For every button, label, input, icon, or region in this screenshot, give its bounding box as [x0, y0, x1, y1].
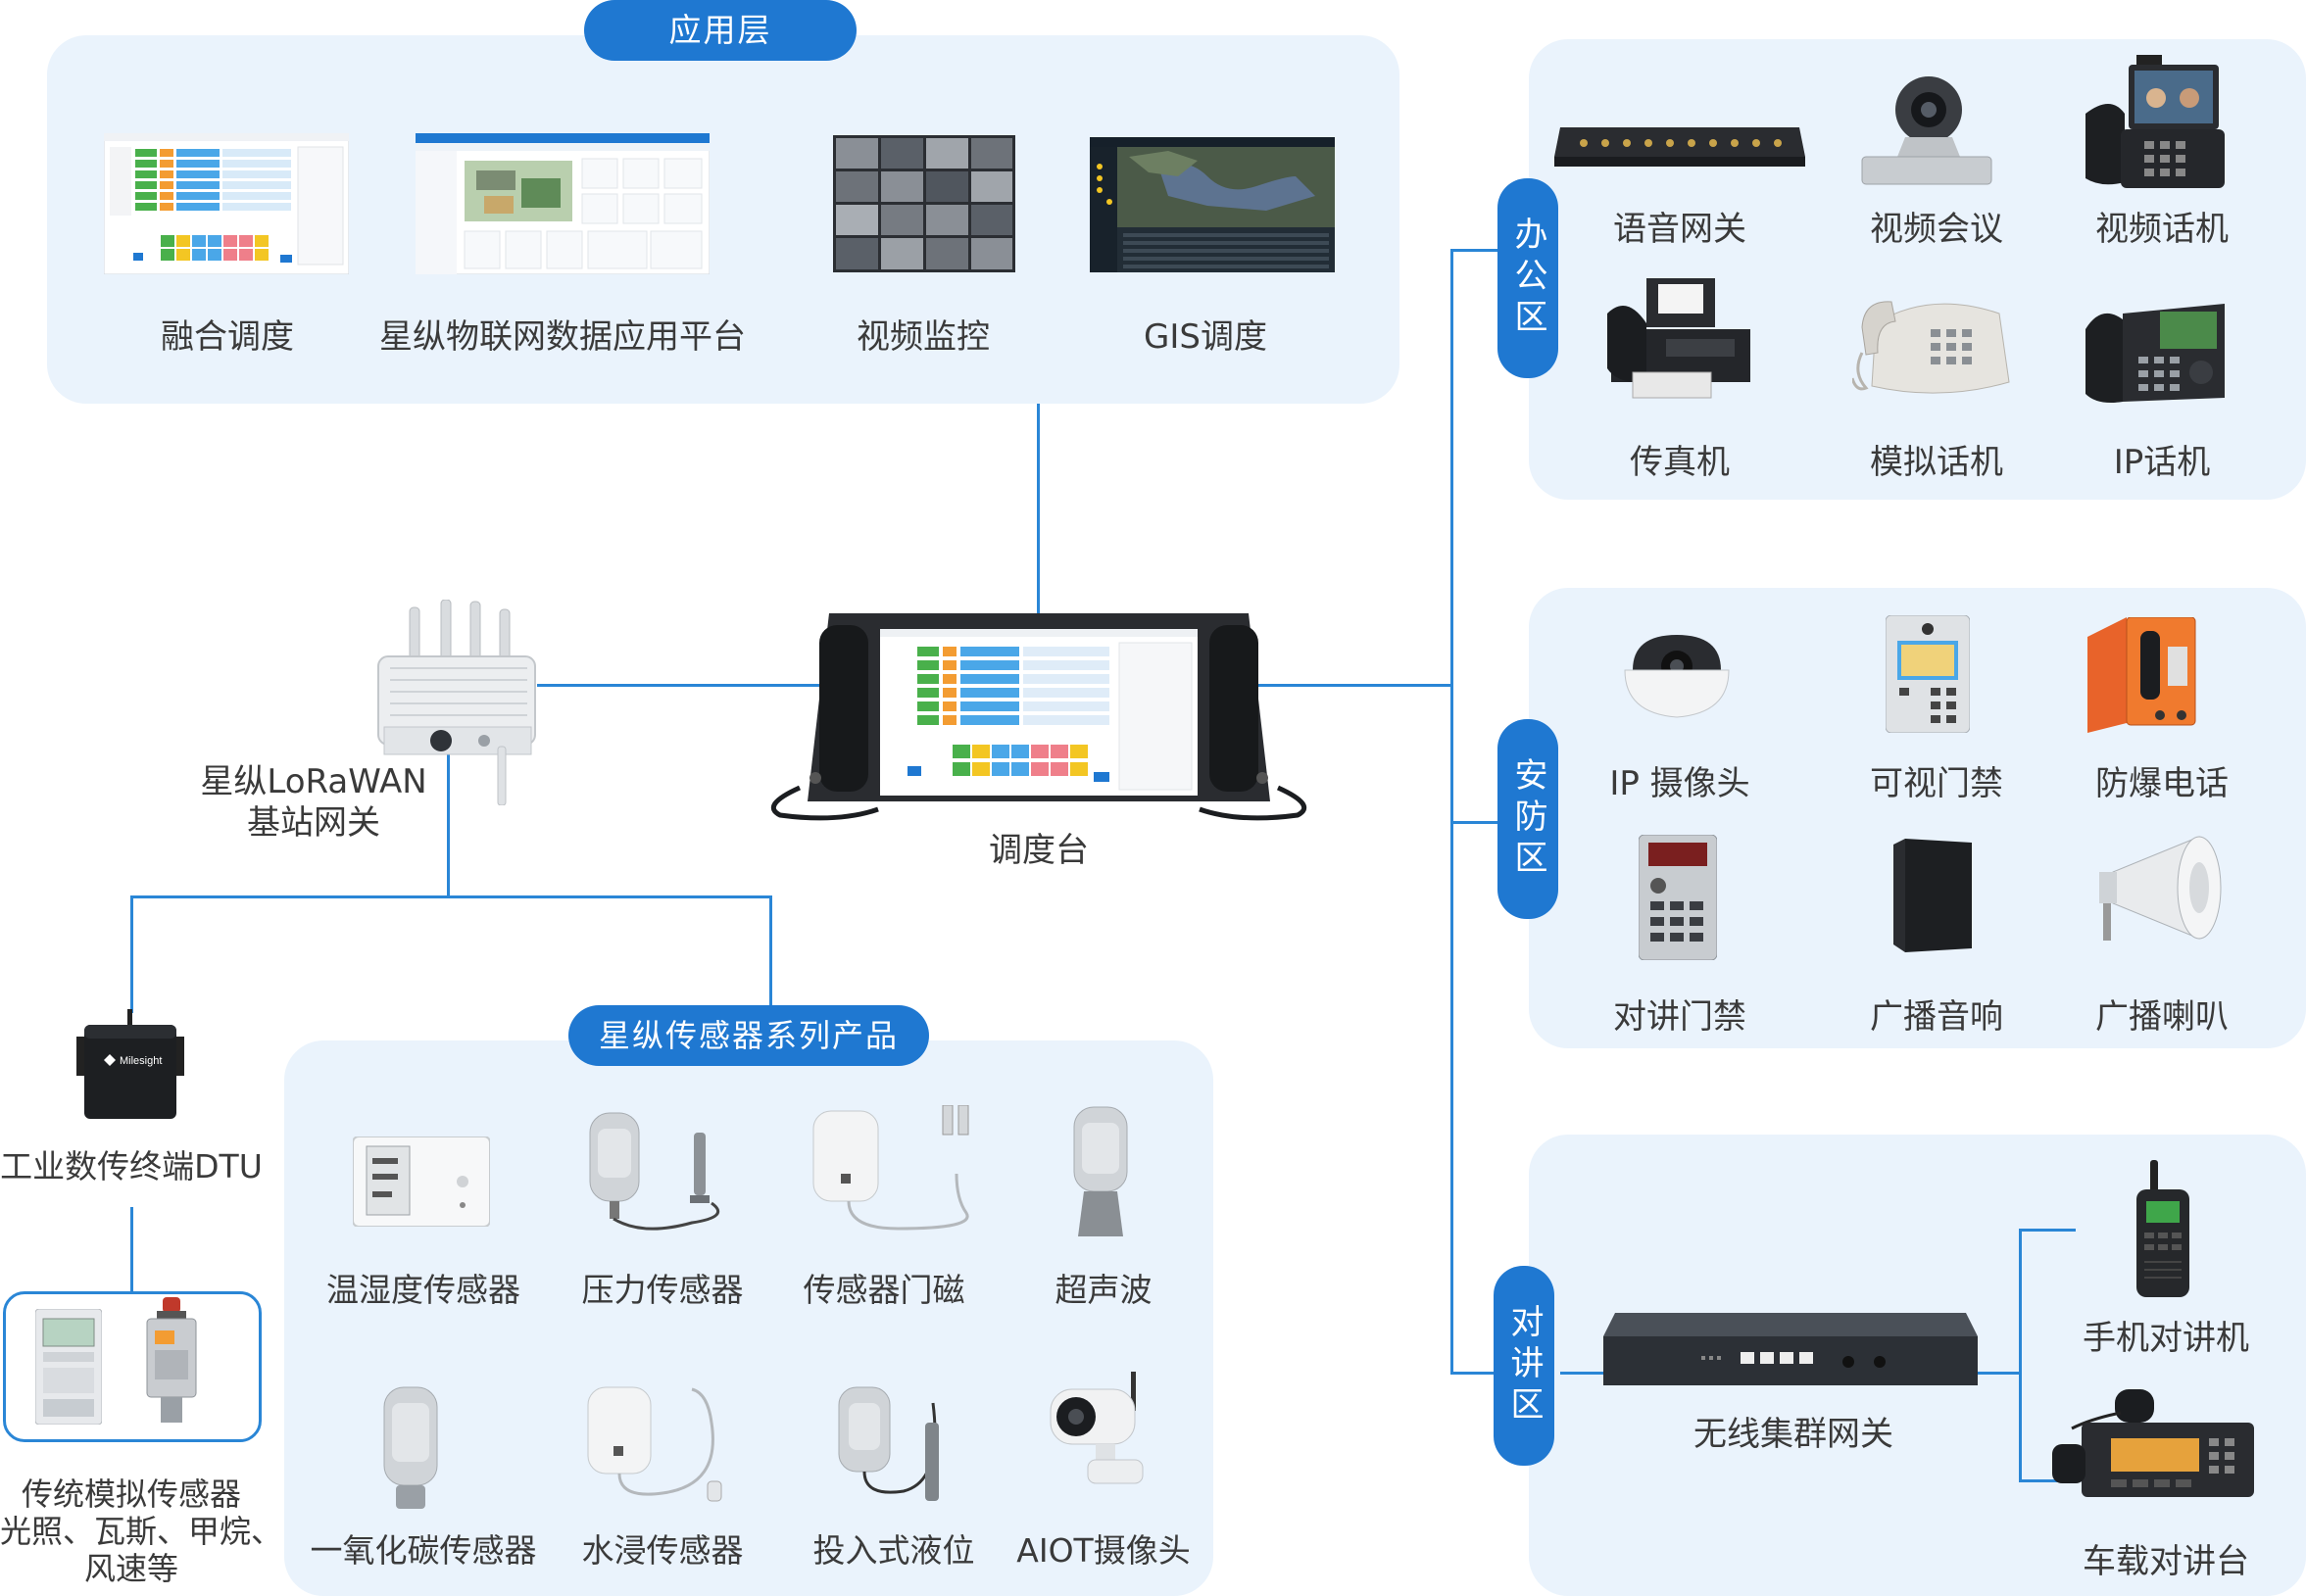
line-gateway-down: [447, 725, 450, 897]
app-layer-title: 应用层: [584, 0, 857, 61]
line-to-office: [1450, 249, 1497, 252]
legacy-sensor-line3: 风速等: [83, 1550, 178, 1587]
app-item-fusion-dispatch: 融合调度: [161, 317, 294, 357]
fax-machine-icon: [1607, 274, 1754, 402]
analog-phone-icon: [1852, 294, 2019, 402]
dtu-label: 工业数传终端DTU: [0, 1147, 263, 1185]
water-leak-sensor-icon: [584, 1383, 731, 1505]
app-item-video-monitor: 视频监控: [857, 317, 990, 357]
line-branch-horizontal: [130, 895, 771, 898]
ip-camera-icon: [1623, 631, 1731, 723]
office-ip-phone-label: IP话机: [2113, 443, 2211, 482]
fusion-dispatch-screenshot: [104, 133, 349, 274]
legacy-sensor-line1: 传统模拟传感器: [21, 1475, 241, 1513]
sensor-ultrasonic-label: 超声波: [1055, 1271, 1153, 1309]
electric-meter-icon: [35, 1309, 102, 1425]
dtu-brand-text: Milesight: [120, 1055, 162, 1067]
vehicle-radio-icon: [2052, 1389, 2254, 1503]
line-console-to-zones: [1250, 684, 1450, 687]
broadcast-speaker-icon: [1893, 839, 1978, 952]
video-monitor-screenshot: [833, 135, 1015, 272]
line-to-intercom: [1450, 1372, 1497, 1375]
co-sensor-icon: [376, 1383, 445, 1513]
level-sensor-icon: [835, 1383, 972, 1505]
line-radios-trunk: [2019, 1229, 2022, 1481]
gas-detector-icon: [143, 1297, 200, 1427]
aiot-camera-icon: [1041, 1366, 1166, 1493]
line-to-vehicle: [2019, 1479, 2076, 1482]
dispatch-console-icon: [760, 613, 1317, 821]
intercom-vehicle-label: 车载对讲台: [2083, 1542, 2249, 1581]
lorawan-gateway-label-line1: 星纵LoRaWAN: [200, 762, 427, 801]
sensor-co-label: 一氧化碳传感器: [310, 1531, 537, 1570]
office-analog-phone-label: 模拟话机: [1870, 443, 2003, 482]
line-to-sensors: [769, 895, 772, 1009]
voice-gateway-icon: [1554, 118, 1805, 172]
iot-platform-screenshot: [416, 133, 710, 274]
sensor-series-title: 星纵传感器系列产品: [568, 1005, 929, 1066]
video-phone-icon: [2082, 55, 2229, 192]
line-dtu-to-legacy: [130, 1207, 133, 1293]
sensor-temp-humidity-label: 温湿度传感器: [326, 1271, 520, 1309]
intercom-handheld-label: 手机对讲机: [2083, 1319, 2249, 1358]
intercom-cluster-gateway-label: 无线集群网关: [1693, 1415, 1893, 1454]
office-video-conference-label: 视频会议: [1870, 210, 2003, 249]
sensor-water-leak-label: 水浸传感器: [581, 1531, 744, 1570]
security-intercom-door-label: 对讲门禁: [1613, 997, 1746, 1037]
temp-humidity-sensor-icon: [353, 1137, 490, 1227]
video-door-entry-icon: [1886, 615, 1970, 733]
handheld-radio-icon: [2133, 1160, 2193, 1299]
office-fax-label: 传真机: [1630, 443, 1730, 482]
security-video-door-label: 可视门禁: [1870, 764, 2003, 803]
broadcast-horn-icon: [2093, 833, 2227, 946]
video-conference-icon: [1858, 73, 1995, 190]
dtu-device-icon: Milesight: [76, 1009, 184, 1121]
lorawan-gateway-icon: [370, 600, 547, 805]
line-cluster-to-radios: [1976, 1372, 2021, 1375]
line-to-dtu: [130, 895, 133, 1013]
sensor-pressure-label: 压力传感器: [581, 1271, 744, 1309]
lorawan-gateway-label-line2: 基站网关: [247, 803, 380, 843]
security-ip-camera-label: IP 摄像头: [1609, 764, 1750, 803]
pressure-sensor-icon: [584, 1109, 741, 1236]
office-video-phone-label: 视频话机: [2095, 210, 2229, 249]
cluster-gateway-icon: [1603, 1313, 1978, 1391]
security-speaker-label: 广播音响: [1870, 997, 2003, 1037]
door-contact-sensor-icon: [810, 1105, 986, 1233]
dispatch-console-label: 调度台: [989, 831, 1089, 870]
app-item-iot-platform: 星纵物联网数据应用平台: [379, 317, 746, 357]
ip-phone-icon: [2082, 300, 2229, 408]
sensor-aiot-camera-label: AIOT摄像头: [1016, 1531, 1191, 1570]
line-app-to-console: [1037, 404, 1040, 629]
sensor-series-panel: [284, 1040, 1213, 1596]
intercom-zone-tag: 对讲区: [1494, 1266, 1554, 1466]
sensor-door-contact-label: 传感器门磁: [803, 1271, 965, 1309]
security-explosion-phone-label: 防爆电话: [2095, 764, 2229, 803]
security-zone-tag: 安防区: [1497, 719, 1558, 919]
sensor-level-label: 投入式液位: [812, 1531, 975, 1570]
legacy-sensor-line2: 光照、瓦斯、甲烷、: [0, 1513, 283, 1550]
line-zones-trunk: [1450, 249, 1453, 1374]
line-to-security: [1450, 821, 1497, 824]
intercom-door-icon: [1639, 835, 1717, 960]
gis-dispatch-screenshot: [1090, 137, 1335, 272]
line-cluster-left: [1560, 1372, 1605, 1375]
explosion-proof-phone-icon: [2087, 617, 2205, 735]
app-item-gis-dispatch: GIS调度: [1144, 317, 1267, 357]
office-voice-gateway-label: 语音网关: [1613, 210, 1746, 249]
security-horn-label: 广播喇叭: [2095, 997, 2229, 1037]
ultrasonic-sensor-icon: [1066, 1103, 1135, 1240]
line-gateway-to-console: [537, 684, 823, 687]
line-to-handheld: [2019, 1229, 2076, 1232]
office-zone-tag: 办公区: [1497, 178, 1558, 378]
